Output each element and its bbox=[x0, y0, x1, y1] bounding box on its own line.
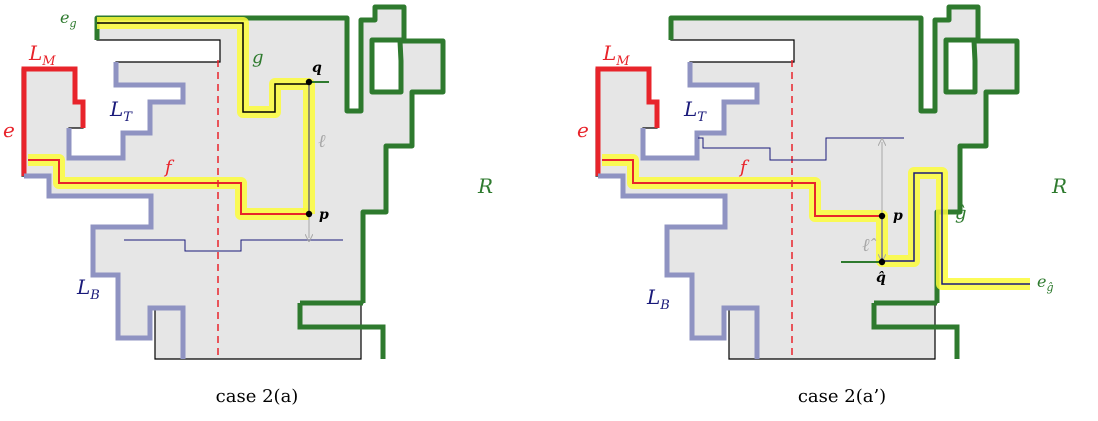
left-label-lm: LM bbox=[28, 41, 56, 69]
left-point-q bbox=[305, 78, 313, 86]
left-label-ell: ℓ bbox=[318, 131, 326, 152]
left-label-eg: eg bbox=[60, 8, 77, 30]
right-point-qhat bbox=[878, 258, 886, 266]
right-caption: case 2(a’) bbox=[798, 386, 886, 407]
right-label-ghat: ĝ bbox=[955, 203, 967, 224]
right-navy-line bbox=[698, 137, 904, 161]
left-caption: case 2(a) bbox=[216, 386, 299, 407]
right-label-lb: LB bbox=[646, 285, 670, 313]
right-label-qhat: q̂ bbox=[876, 270, 886, 286]
left-label-lb: LB bbox=[76, 275, 100, 303]
left-label-p: p bbox=[319, 207, 329, 223]
left-red-band bbox=[21, 66, 86, 176]
left-label-q: q bbox=[312, 60, 322, 76]
right-blue-band-top bbox=[640, 62, 760, 161]
right-label-r: R bbox=[1051, 174, 1067, 198]
right-green-band-bottom bbox=[871, 303, 960, 359]
left-blue-band-bottom bbox=[24, 173, 186, 359]
left-green-band bbox=[94, 4, 446, 303]
right-point-p bbox=[878, 212, 886, 220]
left-navy-line bbox=[124, 239, 343, 252]
right-red-band bbox=[595, 66, 660, 176]
right-label-lt: LT bbox=[683, 97, 707, 125]
right-label-p: p bbox=[893, 208, 903, 224]
left-panel: eg LM e LT g q ℓ f p R LB case 2(a) bbox=[3, 4, 493, 407]
left-path-f bbox=[28, 159, 309, 215]
left-label-g: g bbox=[252, 47, 264, 68]
right-blue-band-bottom bbox=[598, 173, 760, 359]
right-label-eghat: eĝ bbox=[1037, 272, 1054, 294]
right-path-f bbox=[602, 159, 882, 217]
left-point-p bbox=[305, 210, 313, 218]
left-label-r: R bbox=[477, 174, 493, 198]
right-label-e: e bbox=[577, 118, 589, 142]
left-label-e: e bbox=[3, 118, 15, 142]
right-label-lm: LM bbox=[602, 41, 630, 69]
left-blue-band-top bbox=[66, 62, 186, 161]
left-label-lt: LT bbox=[109, 97, 133, 125]
left-green-band-bottom bbox=[297, 303, 386, 359]
right-green-band bbox=[668, 4, 1020, 303]
right-panel: LM e LT f p ℓ̂ ĝ R q̂ eĝ LB case 2(a’) bbox=[577, 4, 1067, 407]
